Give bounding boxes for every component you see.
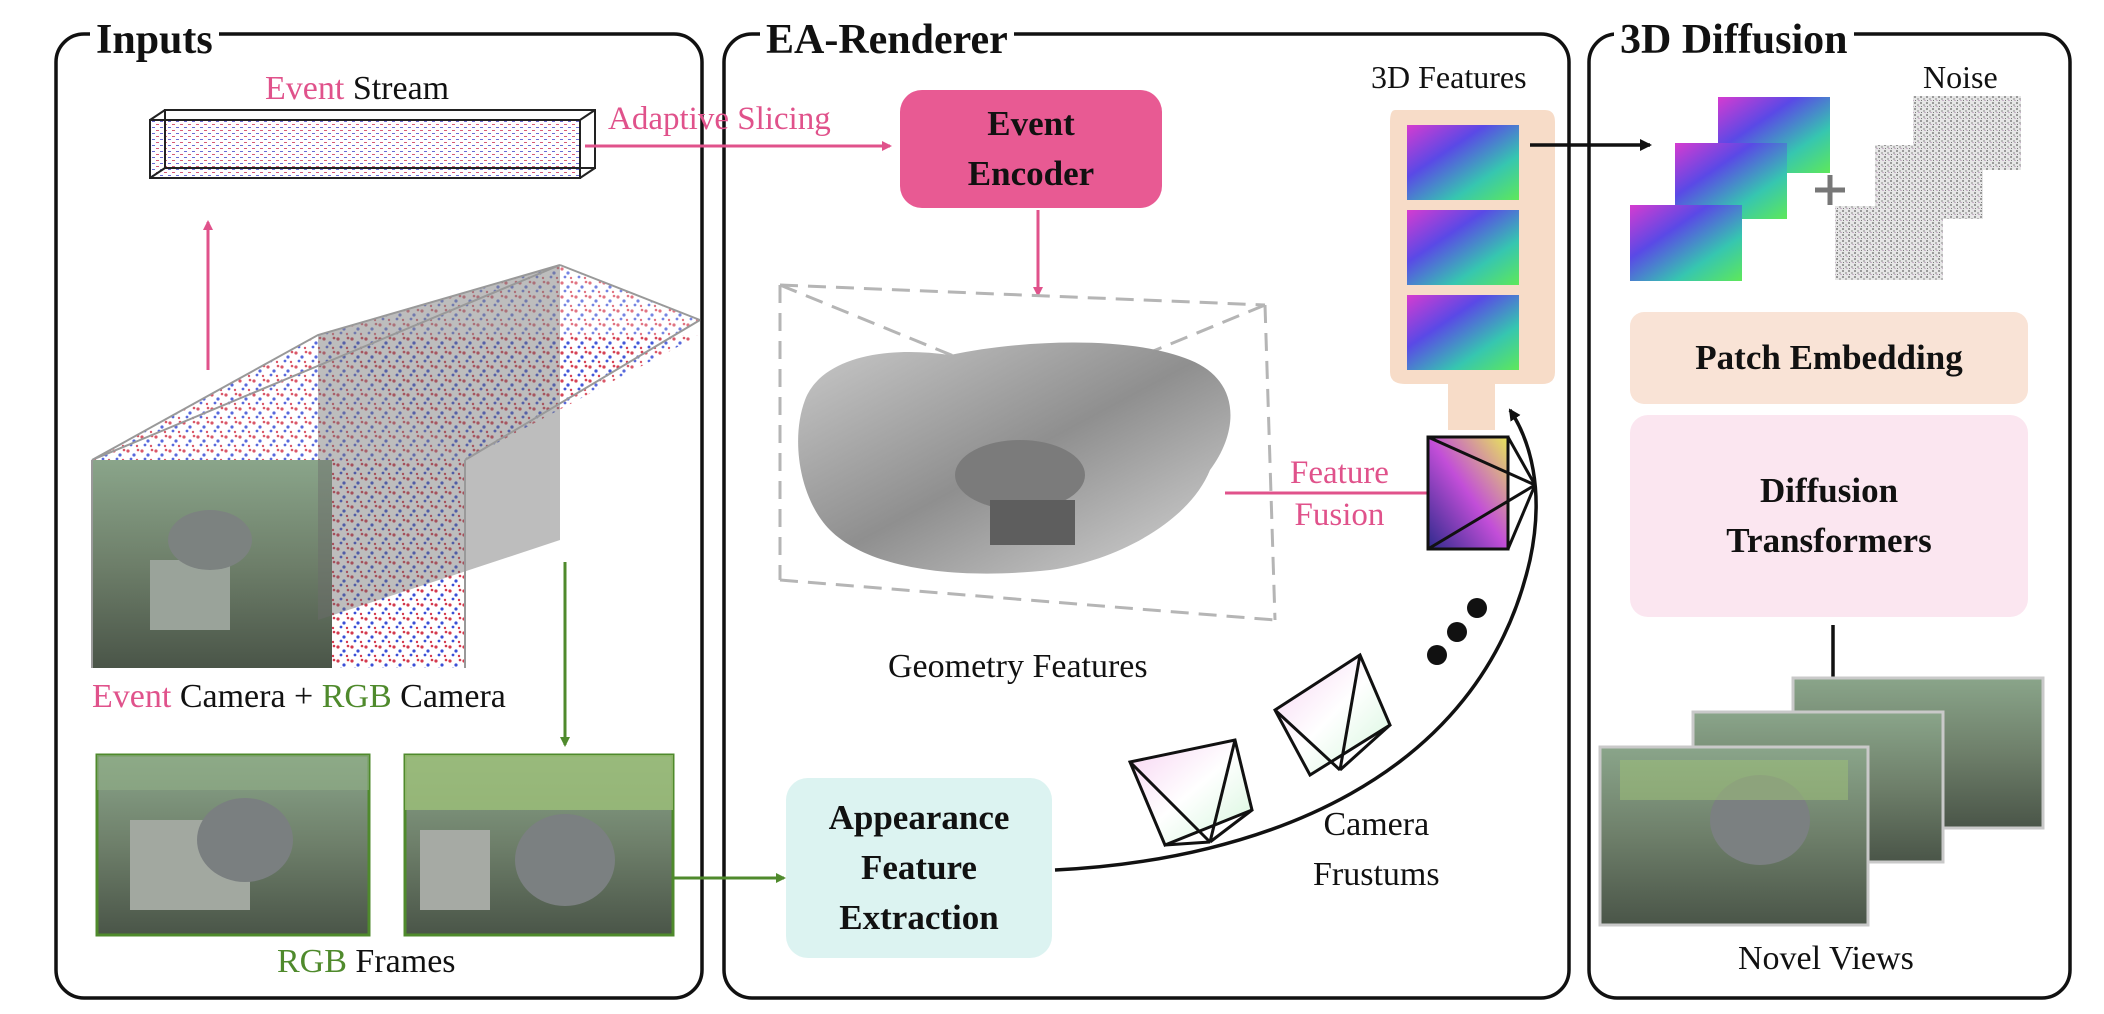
noise-stack	[1835, 96, 2021, 280]
appearance-extraction-box: Appearance Feature Extraction	[786, 778, 1052, 958]
event-word: Event	[265, 70, 345, 107]
encoder-line2: Encoder	[967, 154, 1095, 193]
rgb-camera-word: RGB	[321, 678, 392, 715]
feature-stack	[1390, 110, 1555, 430]
appearance-line2: Feature	[861, 848, 977, 887]
ellipsis-dot	[1467, 598, 1487, 618]
panel-title-inputs: Inputs	[90, 18, 219, 62]
rgb-frame-2	[403, 753, 675, 937]
stream-word: Stream	[344, 70, 450, 107]
fusion-line2: Fusion	[1294, 497, 1385, 533]
rgb-frame-1	[95, 753, 371, 937]
rgb-frames-label: RGB Frames	[277, 943, 456, 981]
camera-trajectory-curve	[1054, 408, 1538, 872]
adaptive-slicing-label: Adaptive Slicing	[608, 101, 831, 137]
frustums-line2: Frustums	[1313, 856, 1440, 893]
fusion-frustum	[1426, 435, 1537, 551]
camera-mid-text: Camera +	[171, 678, 322, 715]
panel-title-renderer: EA-Renderer	[760, 18, 1014, 62]
rgb-frames-word: RGB	[277, 943, 347, 980]
camera-frustum-1	[1127, 738, 1254, 847]
event-rgb-cube	[91, 264, 701, 668]
encoder-line1: Event	[987, 104, 1075, 143]
frustums-line1: Camera	[1323, 806, 1430, 843]
event-encoder-box: Event Encoder	[900, 90, 1162, 208]
appearance-line3: Extraction	[839, 898, 999, 937]
panel-title-diffusion: 3D Diffusion	[1614, 18, 1854, 62]
event-camera-word: Event	[92, 678, 172, 715]
novel-views-label: Novel Views	[1738, 940, 1914, 977]
camera-frustum-2	[1273, 652, 1392, 778]
fusion-line1: Feature	[1290, 455, 1389, 491]
transformers-line2: Transformers	[1726, 521, 1932, 560]
inputs-panel	[54, 32, 704, 1000]
transformers-line1: Diffusion	[1759, 471, 1899, 510]
ellipsis-dot	[1427, 645, 1447, 665]
camera-end-text: Camera	[391, 678, 506, 715]
novel-views-stack	[1598, 676, 2045, 927]
frames-word: Frames	[346, 943, 456, 980]
ellipsis-dot	[1447, 622, 1467, 642]
camera-frustums-label: Camera Frustums	[1313, 800, 1440, 900]
feature-fusion-label: Feature Fusion	[1290, 452, 1389, 536]
patch-embedding-box: Patch Embedding	[1630, 312, 2028, 404]
features-3d-label: 3D Features	[1371, 59, 1527, 95]
plus-icon	[1815, 175, 1845, 205]
geometry-features-volume	[778, 283, 1277, 622]
camera-label: Event Camera + RGB Camera	[92, 678, 506, 716]
noise-label: Noise	[1923, 59, 1998, 95]
geometry-features-label: Geometry Features	[888, 648, 1148, 685]
event-stream-label: Event Stream	[265, 70, 449, 108]
latent-stack	[1630, 97, 1830, 281]
diffusion-transformers-box: Diffusion Transformers	[1630, 415, 2028, 617]
patch-embedding-label: Patch Embedding	[1695, 338, 1963, 377]
renderer-panel	[722, 32, 1571, 1000]
event-stream-volume	[149, 109, 596, 179]
appearance-line1: Appearance	[828, 798, 1010, 837]
